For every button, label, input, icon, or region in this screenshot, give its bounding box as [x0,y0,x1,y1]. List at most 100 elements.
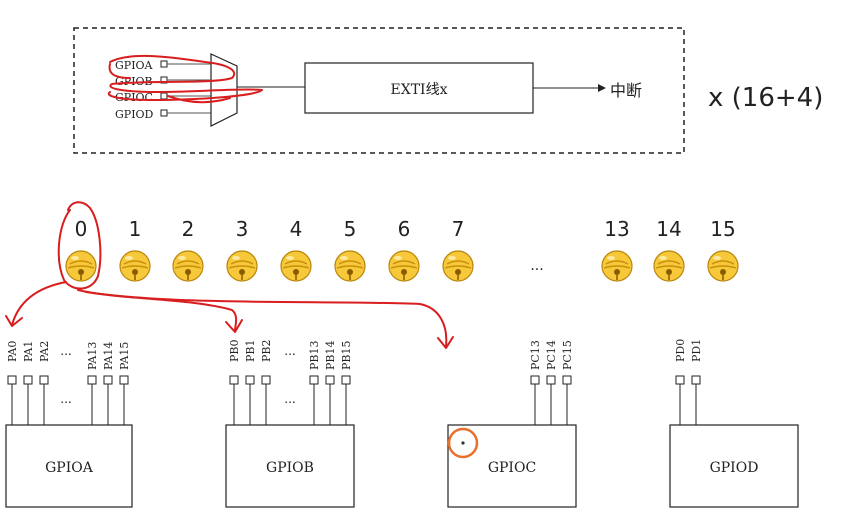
red-annotations [5,54,454,349]
line-number: 5 [344,217,357,241]
cursor-ring [447,427,479,459]
gpio-port-box [447,424,577,508]
mux-input-pin [160,109,168,117]
pin-square [325,375,335,385]
mux-input-label: GPIOD [115,108,154,121]
pin-label: PB0 [228,340,241,362]
exti-line-box [304,62,534,114]
arrow-head-icon [437,336,454,349]
pin-square [341,375,351,385]
pin-square [530,375,540,385]
pin-square [103,375,113,385]
bell-icon [280,250,312,282]
bell-icon [226,250,258,282]
pin-label: PA0 [6,341,19,362]
pin-square [245,375,255,385]
pin-label: PA15 [118,342,131,370]
scribble-mux [107,54,263,101]
pin-label: PA2 [38,341,51,362]
scribble-mux [167,95,231,104]
gpio-port-label: GPIOC [488,460,536,476]
arrow-head-icon [598,84,606,92]
pin-square [675,375,685,385]
bell-icon [65,250,97,282]
arrow-to-pb [77,289,238,331]
line-number: 14 [656,217,681,241]
pin-square [562,375,572,385]
arrow-to-pc [85,291,448,347]
exti-bells [65,250,739,282]
pin-label: PA14 [102,342,115,370]
gpio-port-box [5,424,133,508]
line-number: 0 [75,217,88,241]
pin-square [691,375,701,385]
exti-line-numbers: 0 1 2 3 4 5 6 7 13 14 15 [75,217,736,241]
cursor-dot [461,441,465,445]
pin-square [309,375,319,385]
gpio-port-box [669,424,799,508]
pin-square [7,375,17,385]
pin-label: PC13 [529,340,542,370]
line-number: 2 [182,217,195,241]
pin-label: PB2 [260,340,273,362]
bell-icon [601,250,633,282]
pin-ellipsis: ... [60,344,71,358]
line-number: 6 [398,217,411,241]
exti-dashed-frame [73,27,685,154]
pin-square [23,375,33,385]
mux-input-pin [160,92,168,100]
mux-input-label: GPIOA [115,59,154,72]
port-gpioc: PC13 PC14 PC15 GPIOC [447,340,577,508]
port-gpioa: PA0 PA1 PA2 PA13 PA14 PA15 ... ... GPIOA [5,341,133,508]
pin-label: PC14 [545,340,558,370]
interrupt-label: 中断 [610,81,642,100]
bell-icon [653,250,685,282]
gpio-port-label: GPIOA [45,460,94,476]
pin-label: PD1 [690,339,703,362]
bell-icon [707,250,739,282]
line-number: 7 [452,217,465,241]
pin-label: PA13 [86,342,99,370]
pin-label: PA1 [22,341,35,362]
pin-square [119,375,129,385]
circle-line-0 [57,201,102,290]
gpio-port-label: GPIOD [710,460,759,476]
pin-label: PB14 [324,341,337,370]
pin-ellipsis: ... [284,344,295,358]
pin-square [546,375,556,385]
pin-square [39,375,49,385]
pin-label: PB1 [244,340,257,362]
pin-label: PC15 [561,340,574,370]
pin-square [87,375,97,385]
arrow-to-pa [11,281,67,326]
pin-label: PB13 [308,341,321,370]
gpio-port-box [225,424,355,508]
pin-label: PB15 [340,341,353,370]
scribble-mux [108,63,131,79]
port-gpiod: PD0 PD1 GPIOD [669,339,799,508]
exti-line-label: EXTI线x [391,82,448,98]
arrow-head-icon [5,315,23,327]
bell-icon [334,250,366,282]
line-number: 13 [604,217,629,241]
pin-ellipsis: ... [284,392,295,406]
pin-label: PD0 [674,339,687,362]
pin-ellipsis: ... [60,392,71,406]
lines-ellipsis: ... [530,258,543,274]
line-number: 4 [290,217,303,241]
gpio-port-label: GPIOB [266,460,314,476]
bell-icon [388,250,420,282]
mux-input-pin [160,60,168,68]
multiplier-label: x (16+4) [708,83,823,113]
line-number: 1 [129,217,142,241]
bell-icon [172,250,204,282]
arrow-head-icon [225,319,243,333]
port-gpiob: PB0 PB1 PB2 PB13 PB14 PB15 ... ... GPIOB [225,340,355,508]
bell-icon [442,250,474,282]
pin-square [229,375,239,385]
line-number: 15 [710,217,735,241]
bell-icon [119,250,151,282]
pin-square [261,375,271,385]
